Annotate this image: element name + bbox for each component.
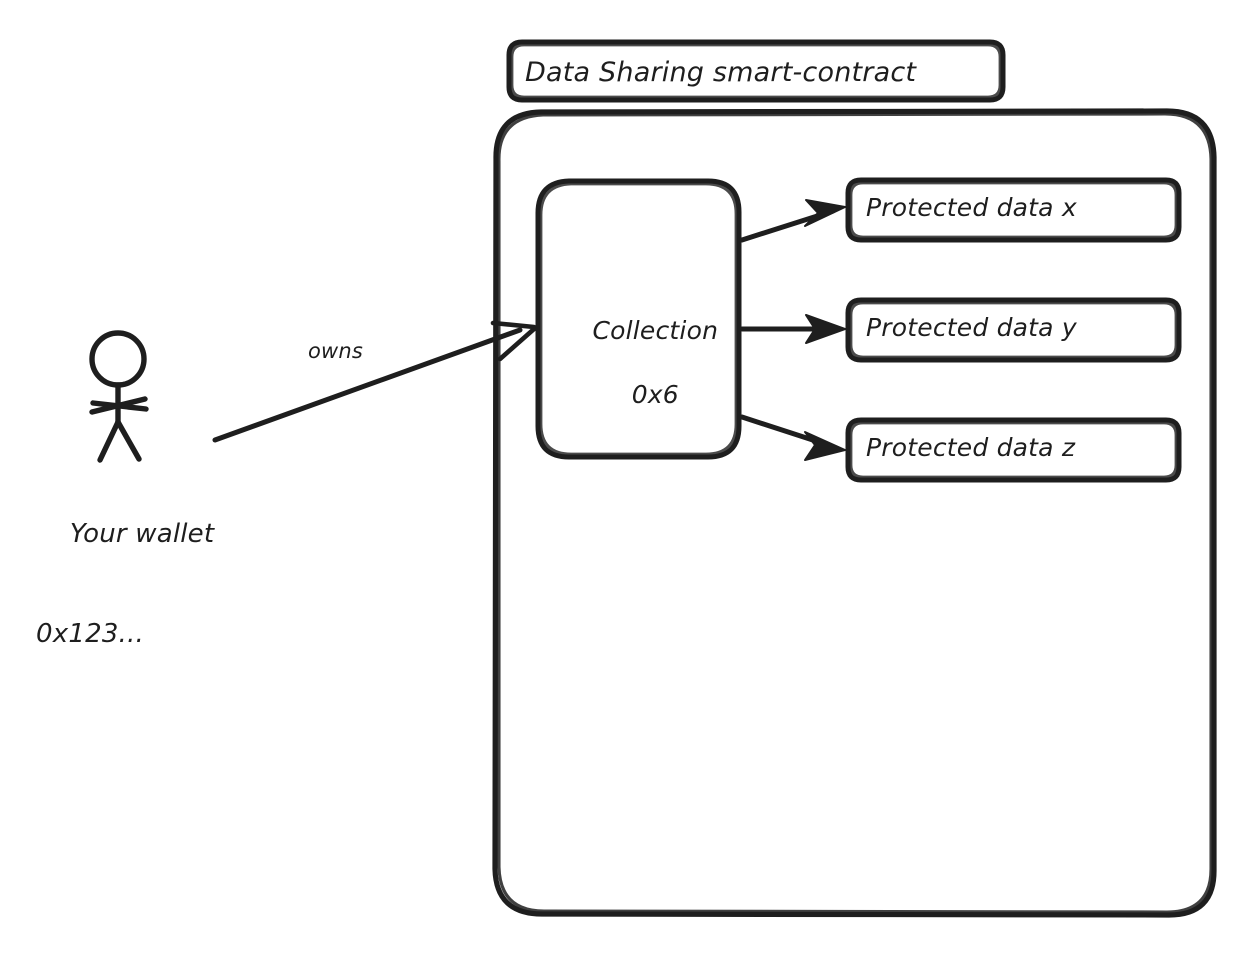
arrow-wallet-owns-collection: [212, 320, 537, 443]
arrow-collection-to-data-z: [739, 414, 846, 461]
protected-data-box-z: [845, 417, 1182, 483]
protected-data-box-y: [845, 297, 1182, 363]
protected-data-box-x: [845, 177, 1182, 243]
protected-data-x-label: Protected data x: [866, 193, 1077, 222]
contract-title-box: [506, 39, 1006, 103]
arrow-collection-to-data-x: [739, 199, 846, 243]
arrow-collection-to-data-y: [739, 314, 846, 344]
contract-title-label: Data Sharing smart-contract: [525, 57, 917, 88]
owns-edge-label: owns: [308, 339, 364, 363]
protected-data-y-label: Protected data y: [866, 313, 1077, 342]
collection-label-line1: Collection: [592, 316, 719, 345]
collection-label: Collection 0x6: [537, 283, 741, 443]
wallet-label-line1: Your wallet: [69, 519, 215, 550]
wallet-label-line2: 0x123...: [36, 619, 144, 650]
collection-label-line2: 0x6: [631, 380, 679, 409]
collection-box: [535, 178, 742, 460]
wallet-label: Your wallet 0x123...: [36, 485, 296, 718]
protected-data-z-label: Protected data z: [866, 433, 1076, 462]
stick-figure-actor: [89, 330, 149, 463]
